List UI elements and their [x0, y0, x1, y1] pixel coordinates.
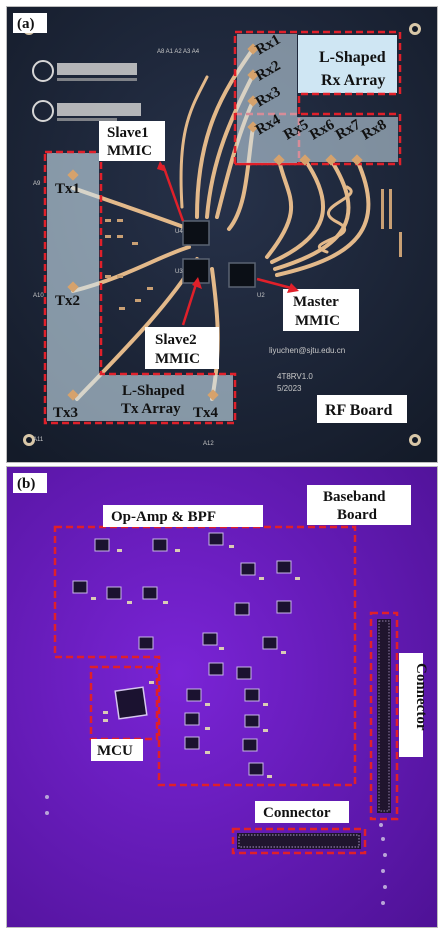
panel-b-tag: (b)	[17, 476, 35, 492]
tx-label-4: Tx4	[193, 405, 219, 421]
baseband-board-drawing: (b) Baseband Board Op-Amp & BPF MCU Conn…	[7, 467, 437, 927]
tx-label-2: Tx2	[55, 293, 80, 309]
bottom-connector-box	[231, 827, 367, 855]
slave1-label-line2: MMIC	[107, 143, 152, 159]
slave2-label-line1: Slave2	[155, 332, 197, 348]
tx-array-label-line2: Tx Array	[121, 401, 181, 417]
baseband-label-bg	[307, 485, 411, 525]
opamp-label-bg	[103, 505, 263, 527]
baseband-label-line2: Board	[337, 507, 378, 523]
silk-a12: A12	[203, 441, 214, 447]
silk-u4: U4	[175, 229, 183, 235]
panel-a-tag-bg	[13, 13, 47, 33]
silk-u2: U2	[257, 293, 265, 299]
right-connector-box	[369, 611, 399, 821]
right-connector-pins	[377, 619, 391, 813]
slave1-label-bg	[99, 121, 165, 161]
rx-array-label-line1: L-Shaped	[319, 49, 386, 66]
rf-board-photo: A8 A1 A2 A3 A4 A9 A10 A11 A12 U4 U3 U2 l…	[6, 6, 438, 463]
rf-board-drawing: A8 A1 A2 A3 A4 A9 A10 A11 A12 U4 U3 U2 l…	[7, 7, 437, 462]
slave2-label-line2: MMIC	[155, 351, 200, 367]
silk-a10: A10	[33, 293, 44, 299]
slave1-arrow	[161, 164, 185, 222]
rx-array-label-bg	[298, 35, 397, 93]
master-label-line2: MMIC	[295, 313, 340, 329]
panel-a-tag: (a)	[17, 16, 35, 32]
slave2-label-bg	[145, 327, 219, 369]
master-label-bg	[283, 289, 359, 331]
tx-label-1: Tx1	[55, 181, 80, 197]
tx-label-3: Tx3	[53, 405, 78, 421]
bottom-connector-label: Connector	[263, 805, 331, 821]
silk-version: 4T8RV1.0	[277, 372, 313, 381]
silk-u3: U3	[175, 269, 183, 275]
master-label-line1: Master	[293, 294, 339, 310]
silk-email: liyuchen@sjtu.edu.cn	[269, 346, 345, 355]
silk-a9: A9	[33, 181, 41, 187]
silk-a11: A11	[33, 437, 44, 443]
right-connector-label-bg	[399, 653, 423, 757]
rf-board-label: RF Board	[325, 402, 393, 419]
silk-pins: A8 A1 A2 A3 A4	[157, 49, 200, 55]
mcu-chip	[103, 681, 154, 722]
vias	[45, 795, 387, 905]
baseband-label-line1: Baseband	[323, 489, 386, 505]
lab-logo	[32, 100, 141, 122]
slave2-arrow	[181, 280, 199, 326]
master-arrow	[256, 277, 296, 291]
bottom-connector-label-bg	[255, 801, 349, 823]
rx-array-label-line2: Rx Array	[321, 72, 385, 89]
mcu-label: MCU	[97, 743, 133, 759]
smd-components	[105, 189, 402, 310]
opamp-components	[72, 532, 300, 778]
slave1-label-line1: Slave1	[107, 125, 149, 141]
university-logo	[32, 60, 137, 82]
silk-date: 5/2023	[277, 384, 302, 393]
rf-board-label-bg	[317, 395, 407, 423]
opamp-bpf-box	[53, 525, 357, 787]
bottom-connector-pins	[237, 833, 361, 849]
opamp-bpf-label: Op-Amp & BPF	[111, 509, 216, 525]
mcu-label-bg	[91, 739, 143, 761]
baseband-board-photo: (b) Baseband Board Op-Amp & BPF MCU Conn…	[6, 466, 438, 928]
panel-b-tag-bg	[13, 473, 47, 493]
right-connector-label: Connector	[413, 663, 429, 731]
tx-array-label-line1: L-Shaped	[122, 383, 185, 399]
